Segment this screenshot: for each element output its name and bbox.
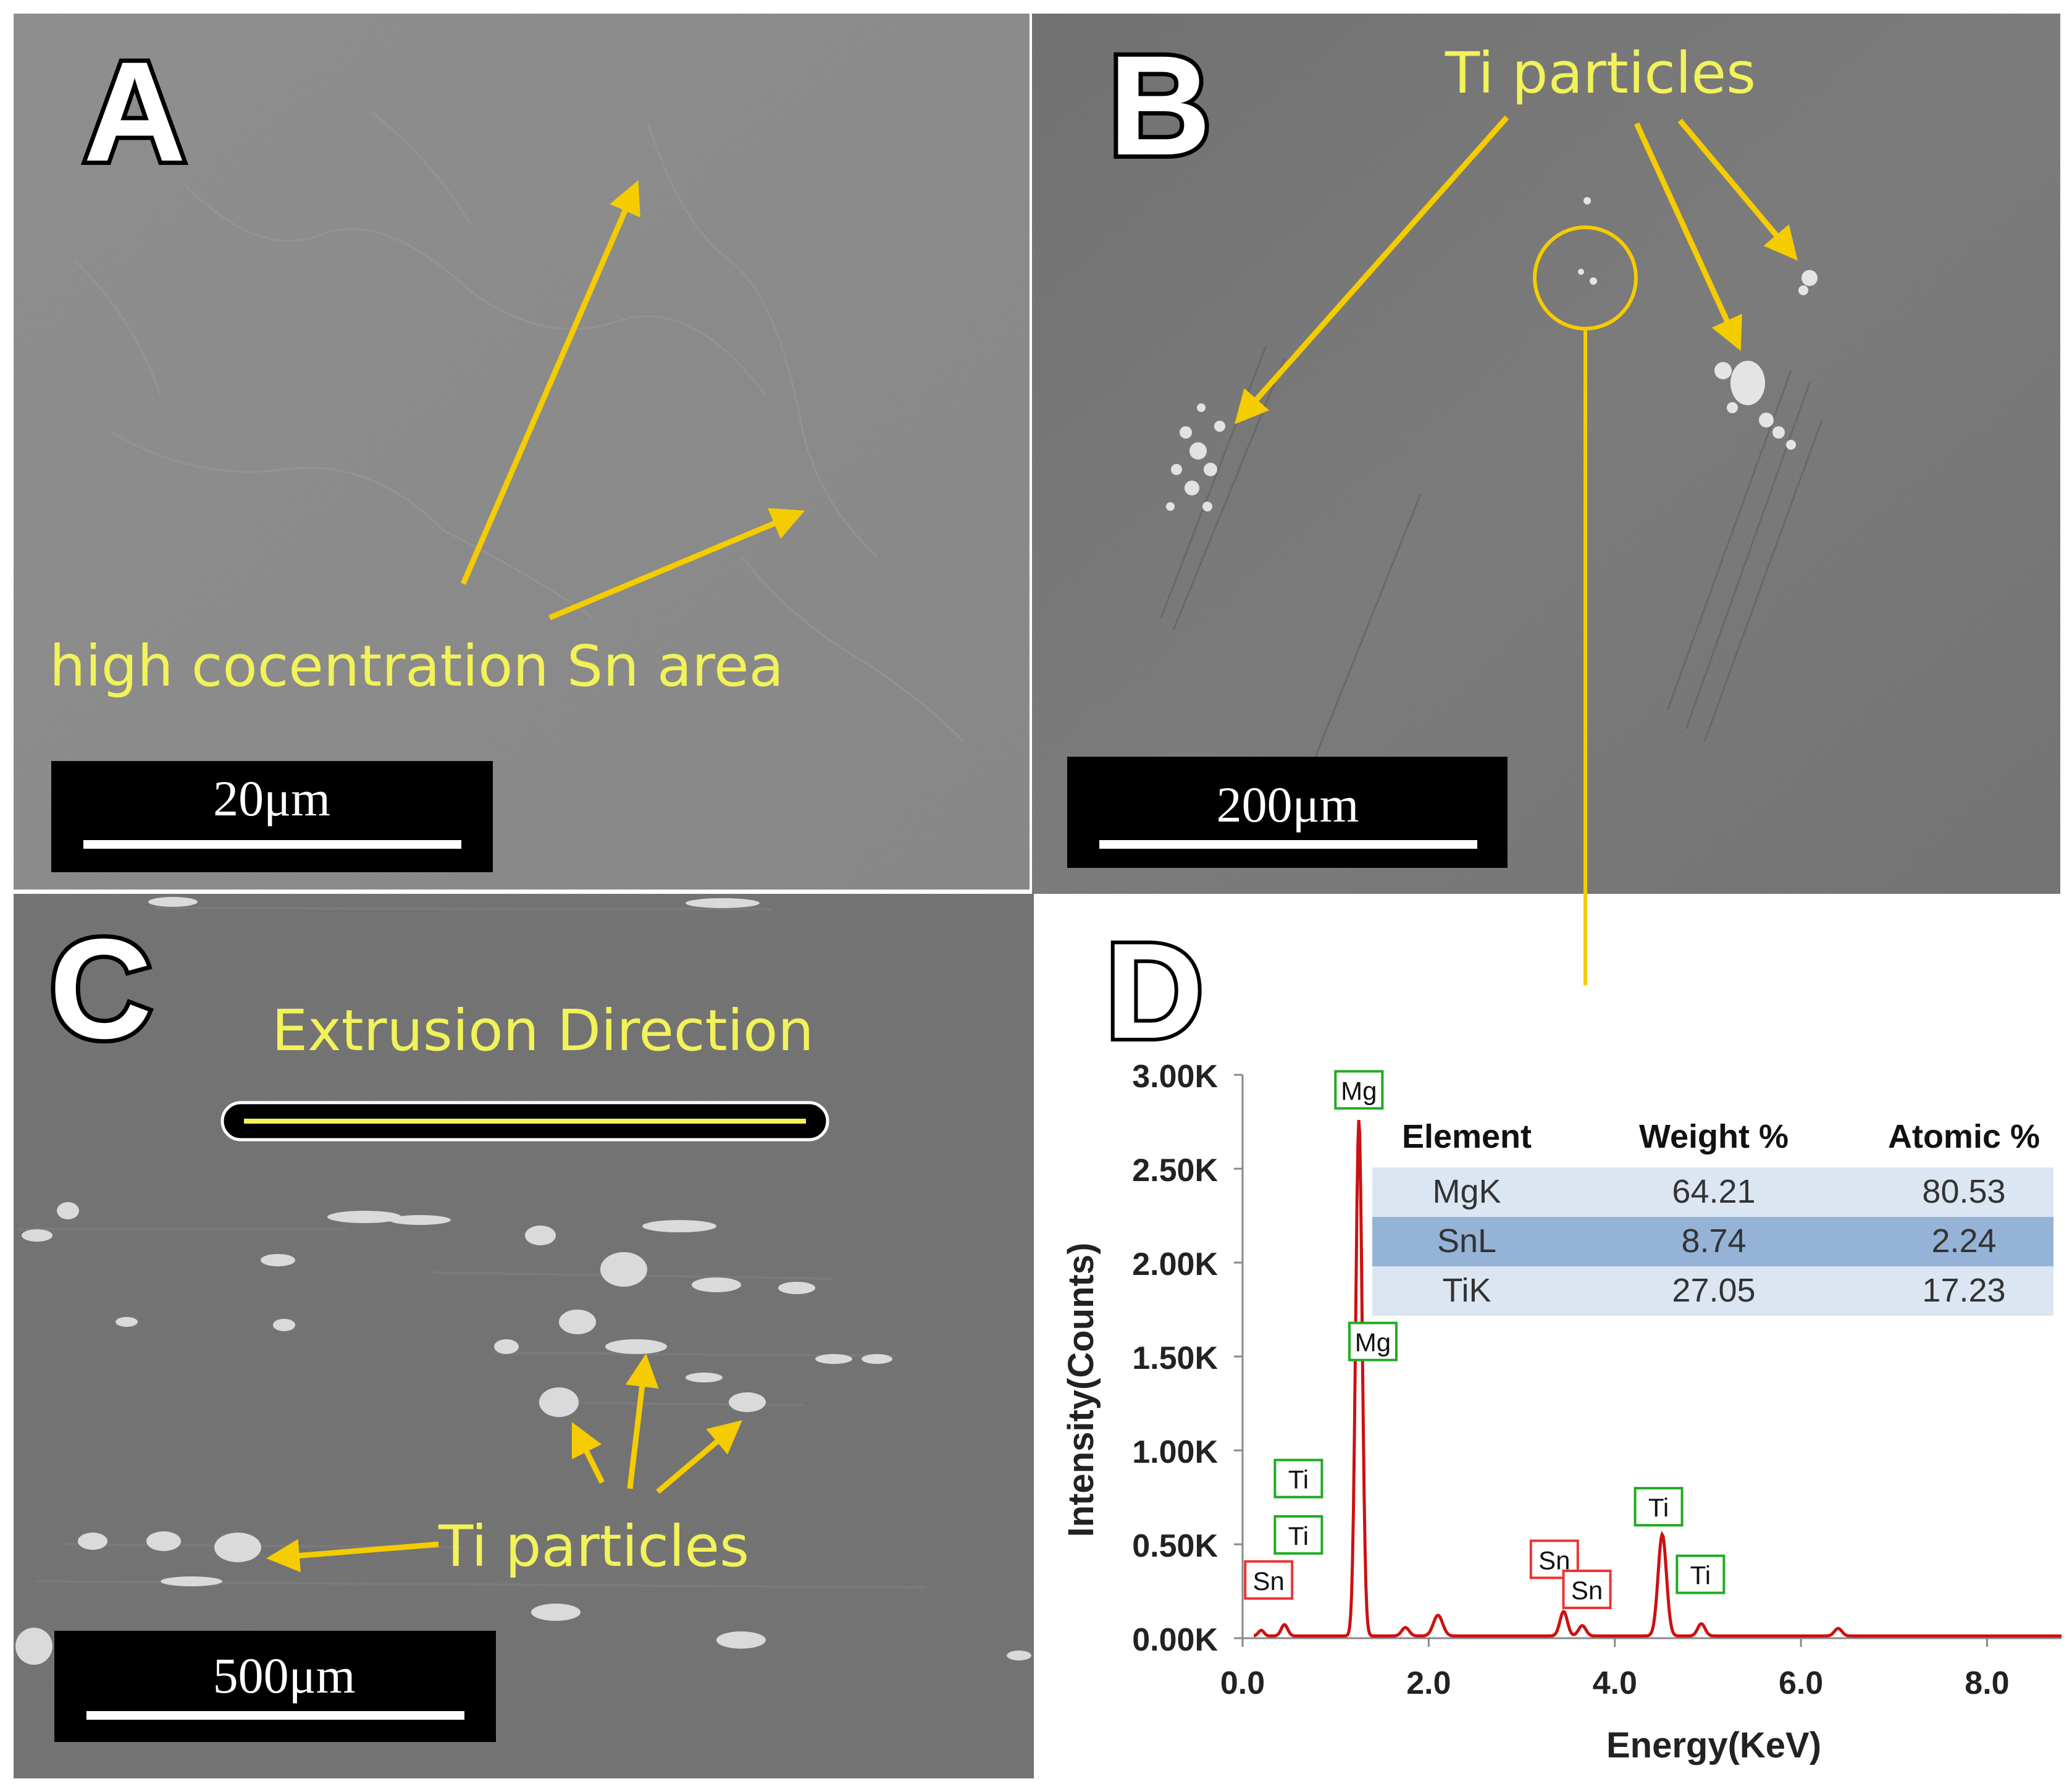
y-tick-label: 1.00K (1132, 1434, 1218, 1470)
peak-label-ti: Ti (1273, 1458, 1323, 1499)
y-tick-label: 2.50K (1132, 1153, 1218, 1188)
ti-particle-cluster-right (1578, 197, 1818, 450)
panel-b-arrow-3 (1677, 119, 1798, 261)
panel-c: C Extrusion Direction Ti particles 500μm (14, 894, 1034, 1778)
x-tick-label: 6.0 (1779, 1665, 1823, 1701)
panel-a-annotation: high cocentration Sn area (49, 633, 784, 699)
table-row (1372, 1217, 2053, 1266)
panel-c-arrow-1 (571, 1421, 605, 1484)
svg-text:Mg: Mg (1355, 1328, 1391, 1357)
table-header: Element (1402, 1118, 1532, 1155)
table-cell: 2.24 (1931, 1222, 1996, 1260)
x-axis-label: Energy(KeV) (1606, 1725, 1821, 1765)
panel-a-arrow-2 (548, 508, 805, 621)
svg-text:Sn: Sn (1571, 1576, 1603, 1605)
y-tick-label: 0.50K (1132, 1528, 1218, 1564)
table-row (1372, 1266, 2053, 1316)
panel-c-arrow-3 (656, 1420, 742, 1494)
table-cell: TiK (1443, 1272, 1491, 1309)
panel-c-arrow-2 (625, 1353, 659, 1489)
panel-c-letter: C (49, 909, 152, 1068)
panel-a-scale-bar: 20μm (51, 761, 493, 872)
y-tick-label: 0.00K (1132, 1622, 1218, 1658)
table-header: Atomic % (1888, 1118, 2040, 1155)
peak-label-sn: Sn (1562, 1569, 1612, 1609)
table-cell: 80.53 (1922, 1173, 2005, 1210)
ti-particles-extruded (15, 897, 1031, 1665)
panel-d: D Element Weight % Atomic % MgK 64.21 80.53Sn… (1061, 911, 2062, 1765)
peak-label-sn: Sn (1244, 1560, 1294, 1600)
panel-a: A high cocentration Sn area 20μm (14, 14, 1030, 890)
x-tick-labels: 0.0 2.0 4.0 6.0 8.0 (1220, 1638, 2010, 1701)
x-tick-label: 4.0 (1593, 1665, 1637, 1701)
panel-a-scale-label: 20μm (213, 770, 330, 827)
table-header: Weight % (1639, 1118, 1789, 1155)
peak-label-mg: Mg (1334, 1070, 1384, 1110)
panel-b: B Ti particles 200μm (1032, 14, 2060, 985)
x-tick-label: 2.0 (1406, 1665, 1451, 1701)
y-tick-label: 1.50K (1132, 1340, 1218, 1376)
panel-c-annotation: Ti particles (438, 1513, 749, 1580)
y-tick-label: 2.00K (1132, 1247, 1218, 1282)
sn-network-texture (73, 110, 965, 742)
panel-b-arrow-2 (1634, 122, 1742, 351)
panel-a-arrow-1 (460, 180, 640, 585)
panel-b-annotation: Ti particles (1445, 40, 1756, 106)
table-cell: MgK (1432, 1173, 1501, 1210)
y-tick-labels: 0.00K 0.50K 1.00K 1.50K 2.00K 2.50K 3.00K (1132, 1059, 1243, 1658)
panel-c-scale-label: 500μm (213, 1647, 356, 1704)
ti-particle-cluster-left (1166, 403, 1225, 511)
svg-text:Sn: Sn (1253, 1567, 1285, 1596)
panel-c-arrow-4 (266, 1539, 439, 1573)
svg-text:Mg: Mg (1341, 1076, 1377, 1105)
extrusion-direction-bar (220, 1101, 829, 1142)
table-row (1372, 1167, 2053, 1217)
x-tick-label: 0.0 (1220, 1665, 1265, 1701)
panel-b-arrow-1 (1235, 116, 1509, 424)
peak-label-mg: Mg (1348, 1321, 1398, 1361)
peak-label-ti: Ti (1634, 1487, 1684, 1527)
panel-b-letter: B (1109, 26, 1211, 185)
table-cell: 8.74 (1681, 1222, 1746, 1260)
panel-c-direction-label: Extrusion Direction (272, 998, 814, 1064)
spectrum-line (1253, 1120, 2062, 1638)
panel-b-scale-bar: 200μm (1067, 757, 1508, 868)
panel-c-scale-bar: 500μm (54, 1631, 496, 1742)
table-cell: 27.05 (1672, 1272, 1755, 1309)
table-cell: 64.21 (1672, 1173, 1755, 1210)
peak-label-ti: Ti (1273, 1515, 1323, 1555)
svg-text:Ti: Ti (1648, 1493, 1669, 1522)
peak-label-ti: Ti (1676, 1554, 1726, 1594)
y-axis-label: Intensity(Counts) (1061, 1243, 1101, 1538)
panel-a-letter: A (83, 32, 186, 191)
svg-text:Ti: Ti (1690, 1561, 1711, 1590)
y-tick-label: 3.00K (1132, 1059, 1218, 1095)
panel-b-scale-label: 200μm (1217, 776, 1359, 833)
table-cell: SnL (1437, 1222, 1496, 1260)
svg-text:Ti: Ti (1288, 1465, 1309, 1494)
table-cell: 17.23 (1922, 1272, 2005, 1309)
x-tick-label: 8.0 (1965, 1665, 2009, 1701)
svg-text:Ti: Ti (1288, 1521, 1309, 1550)
panel-d-letter: D (1105, 915, 1204, 1067)
